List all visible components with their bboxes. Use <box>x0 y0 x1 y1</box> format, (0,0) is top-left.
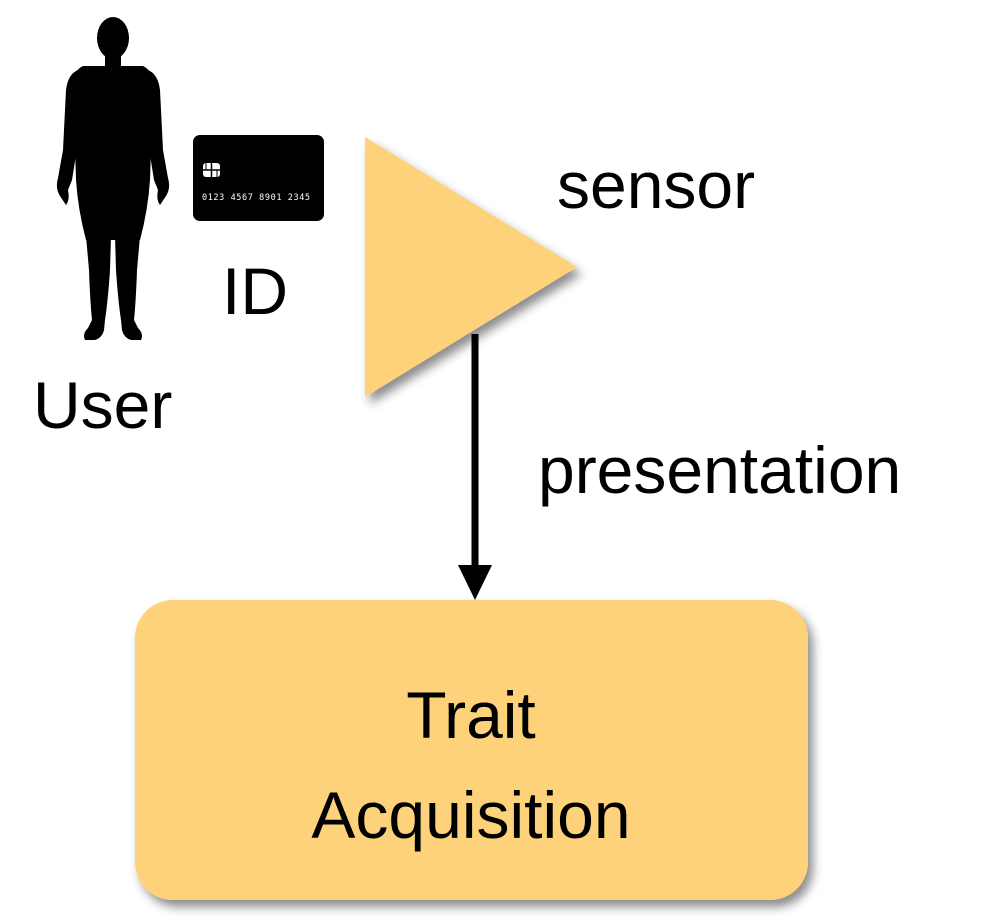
presentation-arrow <box>458 334 492 600</box>
arrow-head-icon <box>458 565 492 600</box>
trait-acquisition-box <box>135 600 808 900</box>
sensor-label: sensor <box>557 148 755 222</box>
presentation-label: presentation <box>538 433 901 507</box>
box-title-line1: Trait <box>406 678 536 752</box>
person-silhouette-icon <box>56 17 170 340</box>
card-number: 0123 4567 8901 2345 <box>202 193 311 203</box>
id-label: ID <box>222 254 288 328</box>
box-title-line2: Acquisition <box>311 778 630 852</box>
triangle-sensor-icon <box>365 137 577 397</box>
card-chip-icon <box>203 163 220 177</box>
credit-card-icon: 0123 4567 8901 2345 <box>193 135 324 221</box>
user-label: User <box>33 368 172 442</box>
